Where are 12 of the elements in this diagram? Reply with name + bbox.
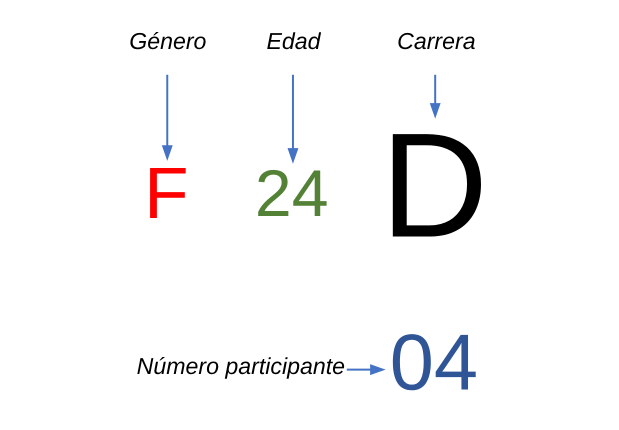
node-text: Número participante — [136, 353, 346, 380]
node-text: F — [144, 152, 189, 234]
arrow — [346, 364, 386, 376]
arrow — [430, 74, 441, 119]
node-text: 24 — [254, 156, 328, 231]
node-text: Género — [129, 28, 206, 54]
node-text: Edad — [266, 28, 321, 54]
node-text: D — [380, 102, 488, 268]
arrow — [288, 74, 298, 164]
node-text: Carrera — [397, 28, 476, 54]
arrow — [162, 74, 173, 161]
node-text: 04 — [390, 317, 478, 406]
